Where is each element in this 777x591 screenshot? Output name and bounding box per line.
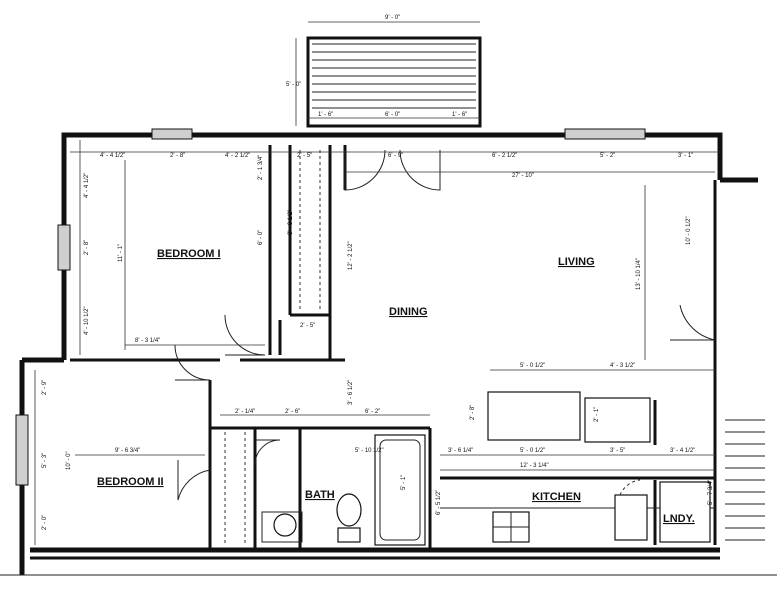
dim-dining-height: 12' - 2 1/2": [348, 241, 354, 270]
dim-balcony-a: 1' - 6": [318, 112, 333, 118]
dim-top-3: 4' - 2 1/2": [225, 153, 250, 159]
room-label-living: LIVING: [558, 256, 595, 268]
room-label-dining: DINING: [389, 306, 428, 318]
dim-bed2-1: 2' - 9": [42, 380, 48, 395]
dim-bed1-width: 8' - 3 1/4": [135, 338, 160, 344]
dim-closet-4: 2' - 5": [300, 323, 315, 329]
dim-kitchen-4: 2' - 1": [594, 407, 600, 422]
dim-bath-3: 2' - 1/4": [235, 409, 255, 415]
dim-bath-4: 2' - 6": [285, 409, 300, 415]
dim-dining-width: 6' - 2": [365, 409, 380, 415]
dim-kitchen-1: 4' - 3 1/2": [610, 363, 635, 369]
room-label-bath: BATH: [305, 489, 335, 501]
room-label-kitchen: KITCHEN: [532, 491, 581, 503]
room-label-bedroom-2: BEDROOM II: [97, 476, 164, 488]
dim-kitchen-2: 3' - 5": [610, 448, 625, 454]
dim-top-7: 5' - 2": [600, 153, 615, 159]
dim-balcony-height: 5' - 0": [286, 82, 301, 88]
dim-balcony-b: 6' - 0": [385, 112, 400, 118]
dim-closet-1: 2' - 1 3/4": [258, 155, 264, 180]
dim-kitchen-7: 6' - 5 1/2": [436, 490, 442, 515]
kitchen-fixtures: [440, 391, 715, 543]
dim-living-width: 27' - 10": [512, 173, 534, 179]
interior-walls: [70, 145, 657, 550]
dim-balcony-width: 9' - 0": [385, 15, 400, 21]
dim-bed1-left-3: 4' - 10 1/2": [84, 306, 90, 335]
dim-closet-3: 3' - 3 1/2": [288, 210, 294, 235]
exterior-stairs: [725, 419, 765, 541]
dim-closet-2: 6' - 0": [258, 230, 264, 245]
dim-top-1: 4' - 4 1/2": [100, 153, 125, 159]
dim-kitchen-6: 12' - 3 1/4": [520, 463, 549, 469]
dim-balcony-c: 1' - 6": [452, 112, 467, 118]
balcony: [295, 21, 482, 128]
dim-top-5: 6' - 9": [388, 153, 403, 159]
dim-living-right: 10' - 0 1/2": [686, 216, 692, 245]
dim-island-height: 2' - 8": [470, 405, 476, 420]
dim-bed1-left-2: 2' - 8": [84, 240, 90, 255]
dim-kitchen-3: 3' - 4 1/2": [670, 448, 695, 454]
dimension-lines: [34, 140, 720, 545]
dim-bed2-2: 5' - 3": [42, 453, 48, 468]
dim-bed2-3: 2' - 0": [42, 515, 48, 530]
dim-bed2-height: 10' - 0": [66, 451, 72, 470]
dim-dining-height-2: 3' - 6 1/2": [348, 380, 354, 405]
dim-living-height: 13' - 10 1/4": [636, 258, 642, 290]
dim-island-width: 5' - 0 1/2": [520, 363, 545, 369]
exterior-walls: [0, 128, 777, 576]
room-label-bedroom-1: BEDROOM I: [157, 248, 221, 260]
dim-top-6: 6' - 2 1/2": [492, 153, 517, 159]
dim-top-2: 2' - 8": [170, 153, 185, 159]
dim-kitchen-5: 3' - 6 1/4": [448, 448, 473, 454]
dim-bath-2: 5' - 1": [401, 475, 407, 490]
dim-island-width-2: 5' - 0 1/2": [520, 448, 545, 454]
dim-bath-1: 5' - 10 1/2": [355, 448, 384, 454]
room-label-laundry: LNDY.: [663, 513, 695, 525]
dim-bed1-left-1: 4' - 4 1/2": [84, 173, 90, 198]
dim-bed1-height: 11' - 1": [118, 244, 124, 262]
dim-laundry: 5' - 7 3/4": [708, 480, 714, 505]
dim-top-4: 2' - 5": [297, 153, 312, 159]
dim-top-8: 3' - 1": [678, 153, 693, 159]
laundry-unit: [659, 481, 711, 543]
dim-bed2-width: 9' - 6 3/4": [115, 448, 140, 454]
closets: [224, 150, 321, 545]
bath-fixtures: [261, 434, 426, 546]
